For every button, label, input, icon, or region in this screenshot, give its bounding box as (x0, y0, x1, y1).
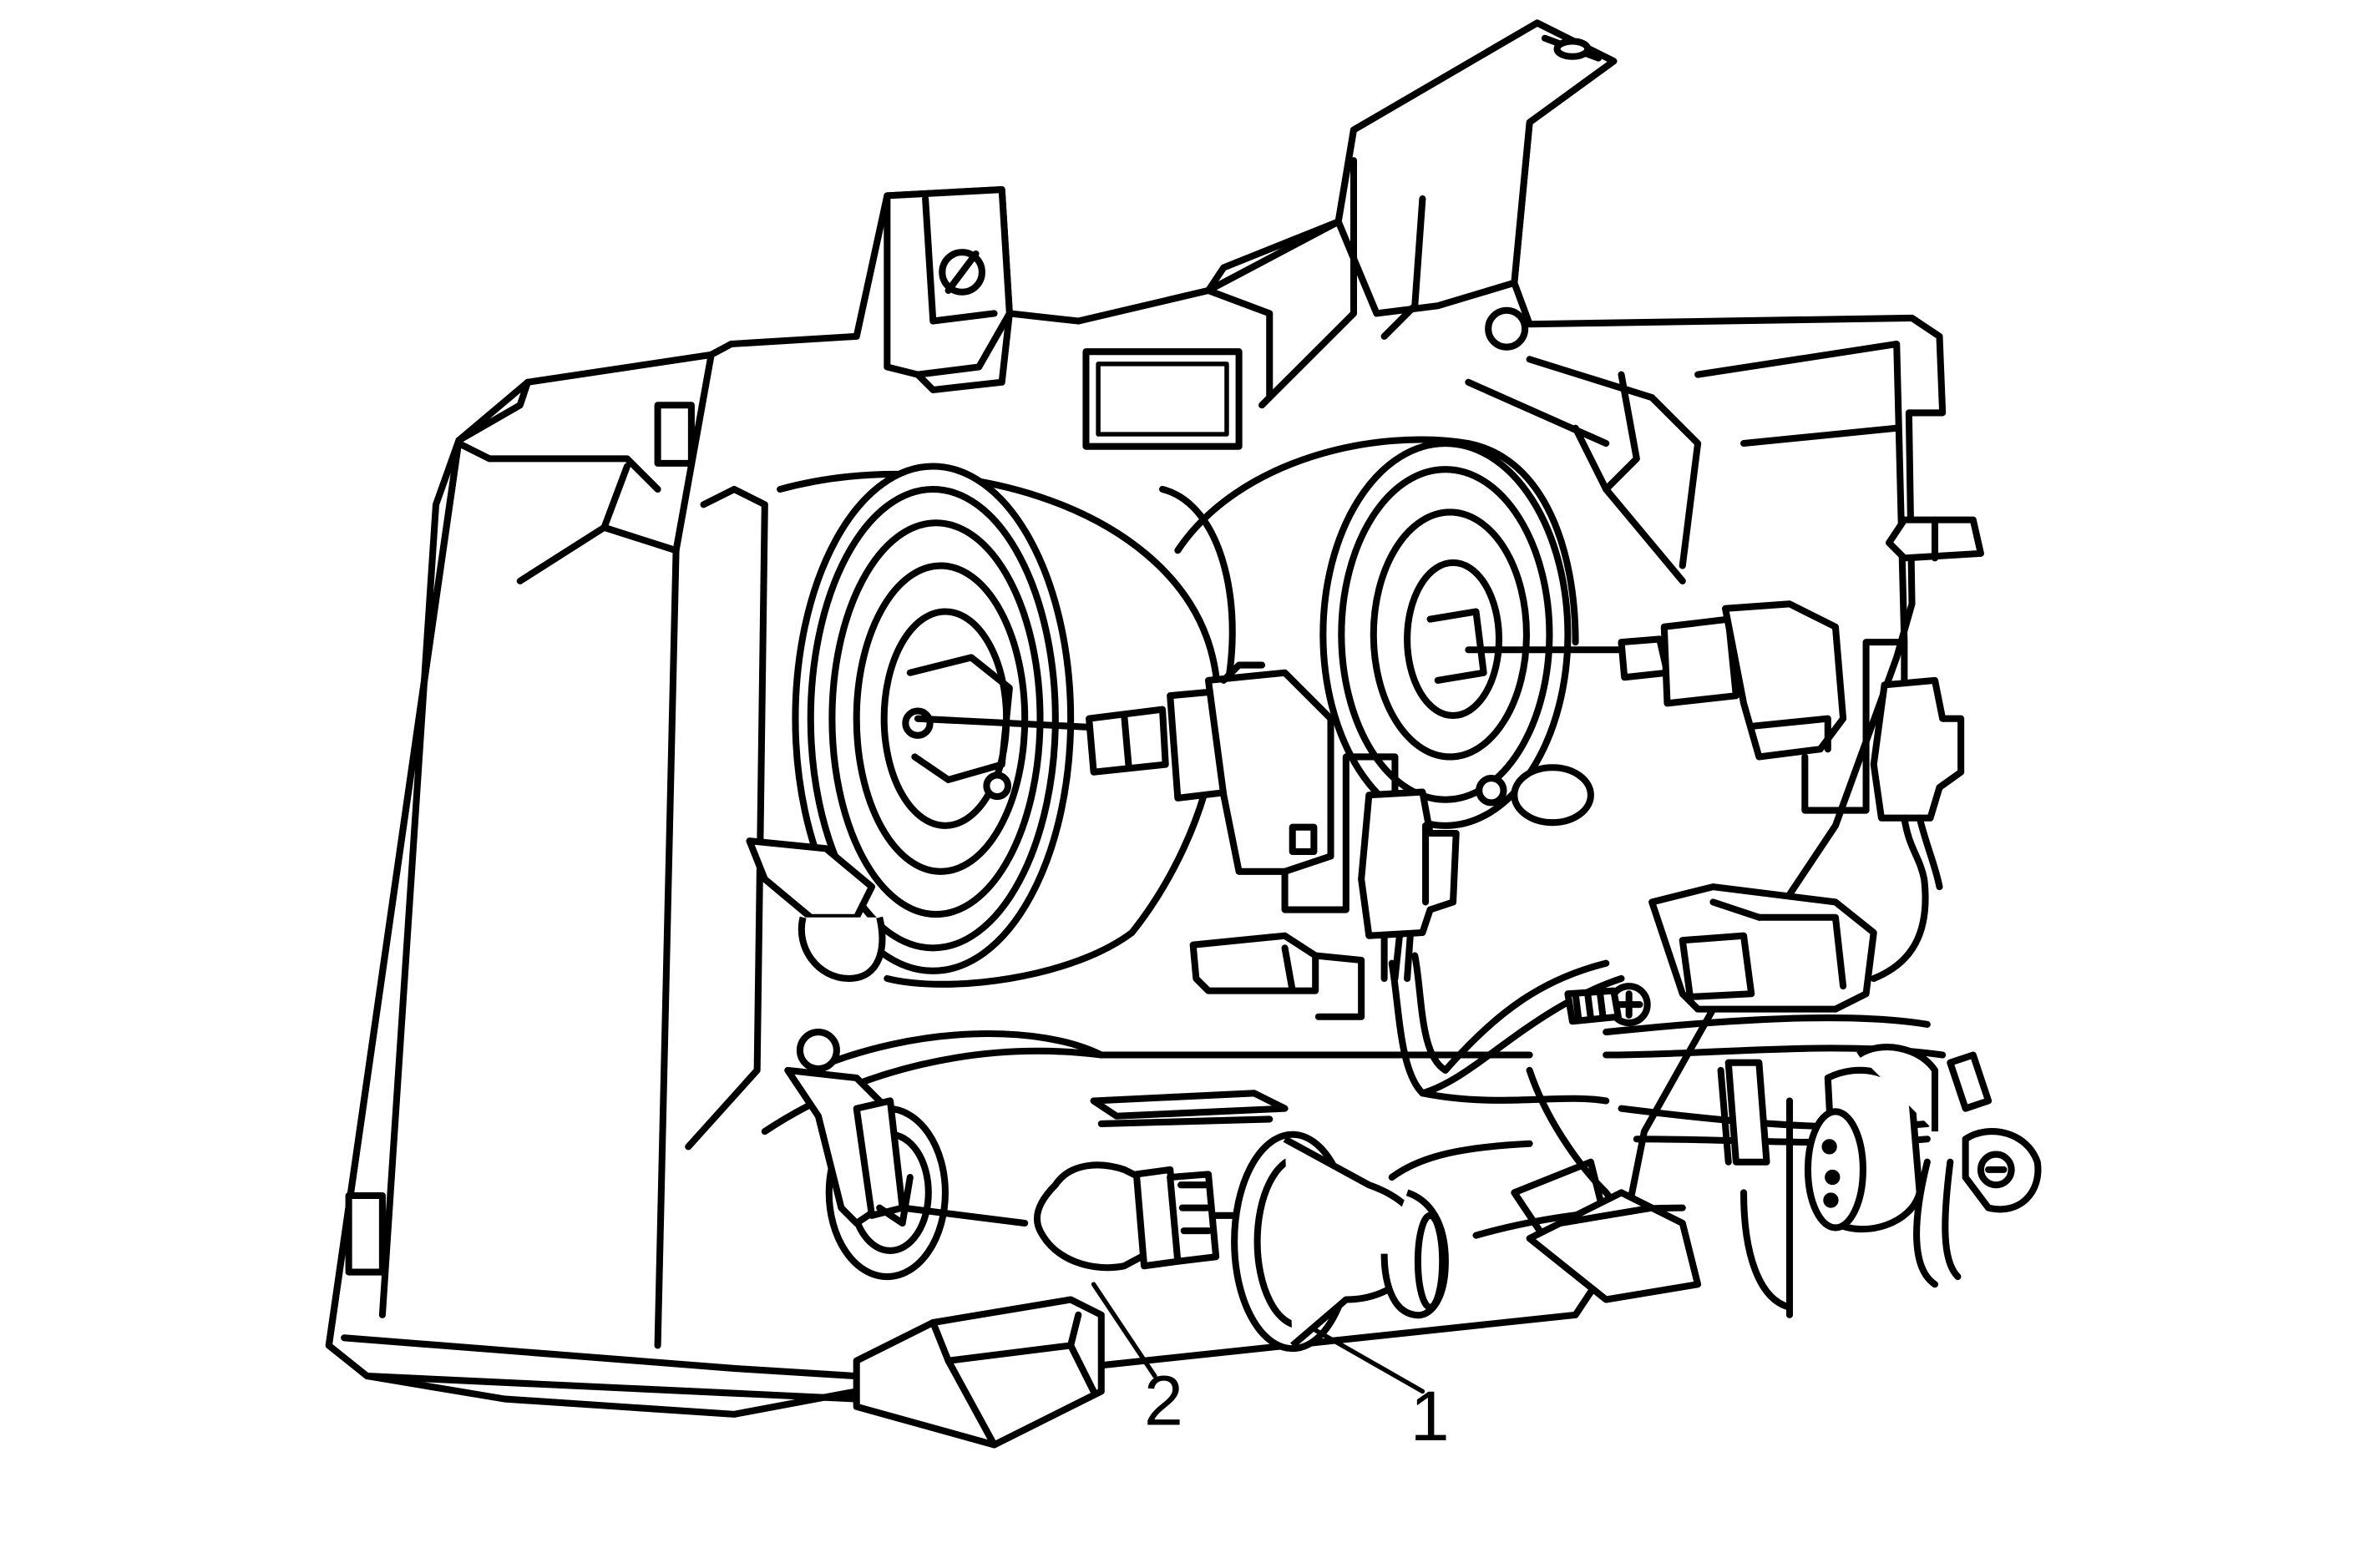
housing-ribs (1465, 340, 1984, 646)
lower-right-structure (1511, 1059, 1770, 1303)
lower-reflector (761, 1029, 1533, 1281)
item-1-bulb-socket (1231, 1131, 1449, 1353)
callout-1-leader (1313, 1328, 1425, 1394)
right-headlamp-connector (1801, 639, 1965, 983)
harness-connector-block (1648, 883, 1877, 1013)
left-headlamp-connector (1281, 753, 1460, 983)
mounting-screw (1564, 983, 1651, 1027)
side-marker-connector (1189, 932, 1365, 1020)
top-bracket (884, 186, 1013, 393)
callout-2-leader (1091, 1282, 1157, 1378)
upper-mounting-arm (1204, 19, 1618, 409)
rear-socket-module (1804, 1043, 1993, 1233)
callout-labels: 1 2 (1144, 1362, 1450, 1455)
item-2-bulb (1033, 1161, 1243, 1272)
callout-leaders (1091, 1282, 1425, 1394)
left-headlamp-bulb (1086, 661, 1334, 875)
left-reflector (746, 463, 1236, 988)
right-headlamp-bulb (1618, 600, 1847, 761)
callout-1-label: 1 (1410, 1377, 1450, 1455)
callout-2-label: 2 (1144, 1362, 1183, 1440)
lower-mounting-tab (853, 1296, 1105, 1449)
right-reflector (1174, 436, 1625, 829)
side-marker-bulb-socket (1962, 1128, 2042, 1213)
housing-label-window (1082, 348, 1243, 450)
